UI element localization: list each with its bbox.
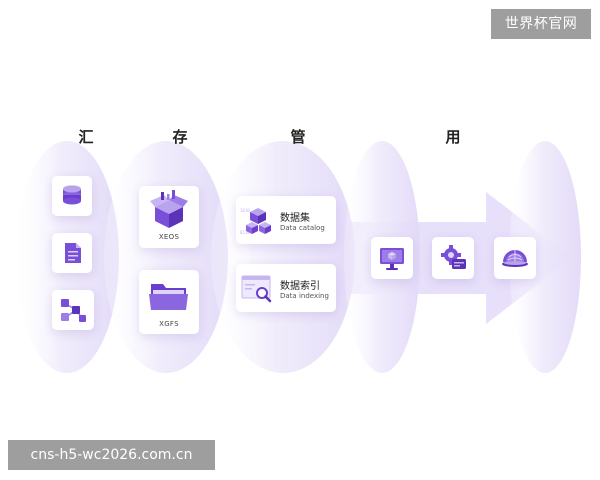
indexing-title-cn: 数据索引 <box>280 281 320 292</box>
data-cubes-icon: 1010 0110 <box>240 208 271 235</box>
catalog-title-en: Data catalog <box>280 224 325 232</box>
use-card-gear <box>432 237 474 279</box>
manage-card-indexing: 数据索引 Data indexing <box>236 264 336 312</box>
monitor-icon <box>380 248 404 270</box>
stage-title-store: 存 <box>172 128 188 146</box>
stage-title-manage: 管 <box>290 128 306 146</box>
store-card-xgfs: XGFS <box>139 270 199 334</box>
stage-ellipse-use-right <box>509 141 581 373</box>
svg-text:0110: 0110 <box>240 230 250 235</box>
folder-icon <box>149 284 188 310</box>
xgfs-label: XGFS <box>159 320 179 328</box>
network-nodes-icon <box>61 299 86 322</box>
indexing-title-en: Data indexing <box>280 292 329 300</box>
svg-text:1010: 1010 <box>240 208 250 213</box>
collect-card-database <box>52 176 92 216</box>
stage-ellipse-manage <box>211 141 355 373</box>
manage-card-catalog: 1010 0110 数据集 Data catalog <box>236 196 336 244</box>
document-icon <box>65 243 81 263</box>
stage-title-use: 用 <box>445 128 461 146</box>
globe-dome-icon <box>502 250 528 267</box>
catalog-title-cn: 数据集 <box>280 213 310 224</box>
magnifier-window-icon <box>241 275 272 303</box>
stage-title-collect: 汇 <box>78 128 94 146</box>
xeos-label: XEOS <box>158 233 180 241</box>
package-box-icon <box>150 190 188 228</box>
watermark-top: 世界杯官网 <box>491 9 591 39</box>
use-card-globe <box>494 237 536 279</box>
use-card-monitor <box>371 237 413 279</box>
store-card-xeos: XEOS <box>139 186 199 248</box>
watermark-bottom: cns-h5-wc2026.com.cn <box>8 440 215 470</box>
collect-card-network <box>52 290 94 330</box>
database-icon <box>63 185 81 205</box>
gear-card-icon <box>441 245 466 269</box>
collect-card-document <box>52 233 92 273</box>
stage-ellipse-store <box>104 141 228 373</box>
